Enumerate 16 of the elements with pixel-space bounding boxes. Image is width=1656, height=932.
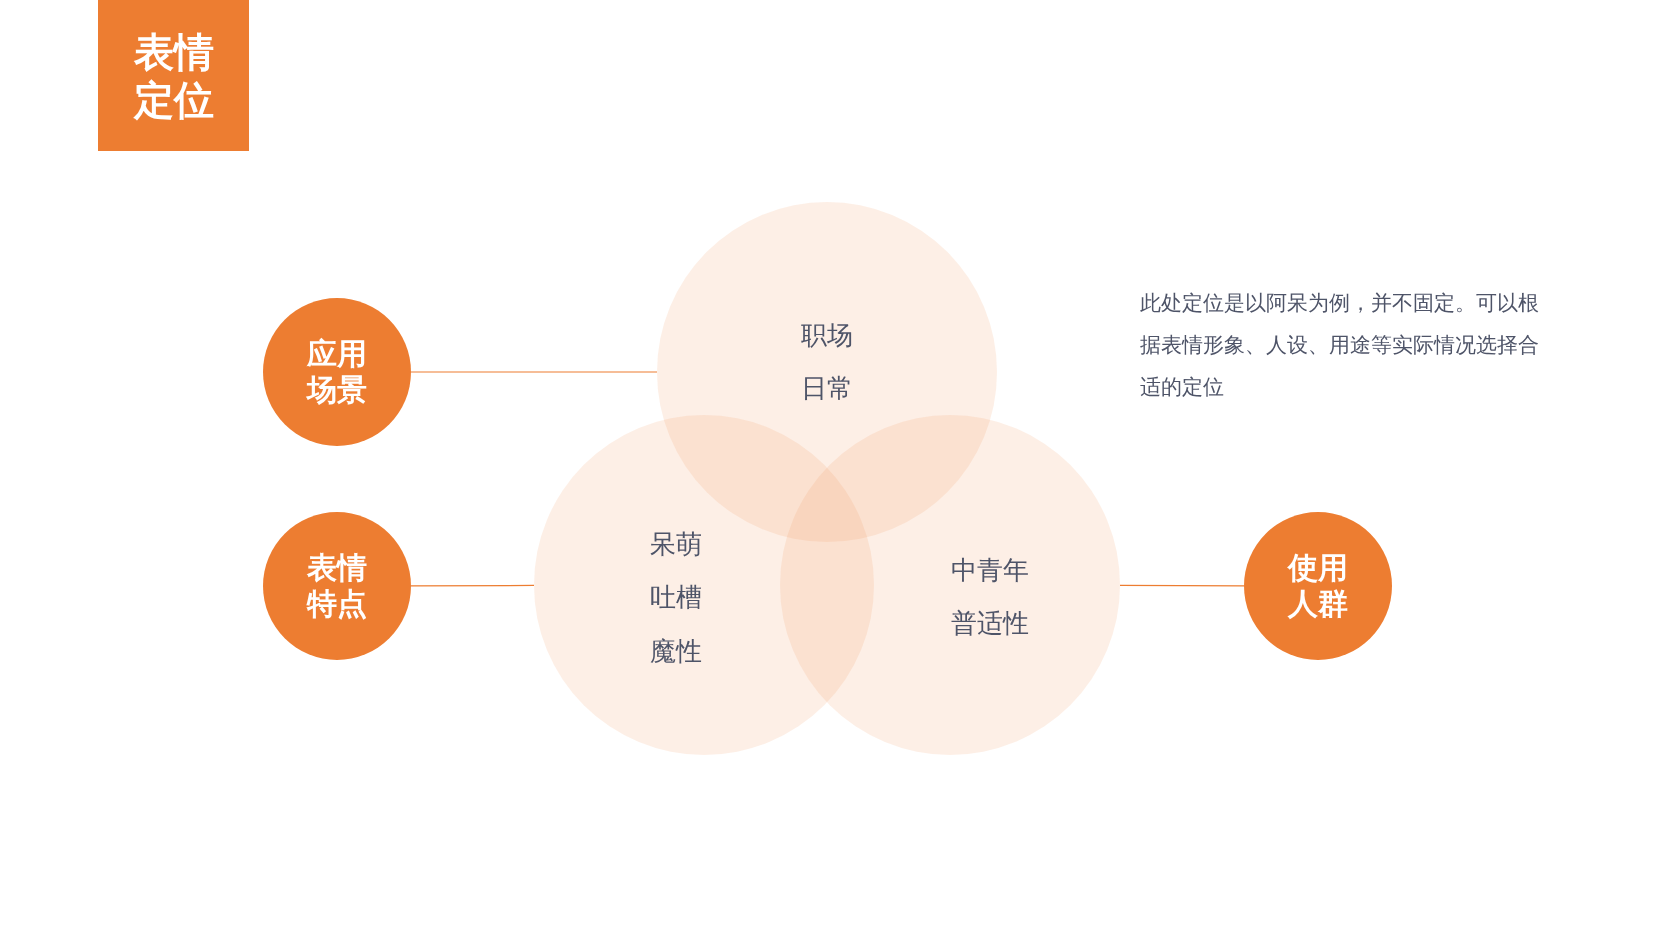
circle-label: 应用场景: [305, 336, 368, 408]
circle-label: 日常: [801, 373, 853, 405]
title-text: 表情定位: [132, 27, 215, 124]
circle-label: 职场: [801, 319, 853, 351]
circle-label: 吐槽: [650, 582, 702, 614]
connector-line: [1119, 584, 1245, 587]
title-box: [98, 0, 249, 151]
circle-label: 呆萌: [650, 529, 702, 561]
circle-label: 表情特点: [305, 550, 368, 622]
circle-label: 普适性: [951, 608, 1029, 640]
connector-line: [410, 584, 535, 587]
circle-label: 使用人群: [1286, 550, 1349, 622]
connector-line: [410, 371, 658, 373]
circle-label: 中青年: [951, 554, 1029, 586]
circle-label: 魔性: [650, 635, 702, 667]
note-text: 此处定位是以阿呆为例，并不固定。可以根据表情形象、人设、用途等实际情况选择合适的定位: [1140, 290, 1540, 401]
